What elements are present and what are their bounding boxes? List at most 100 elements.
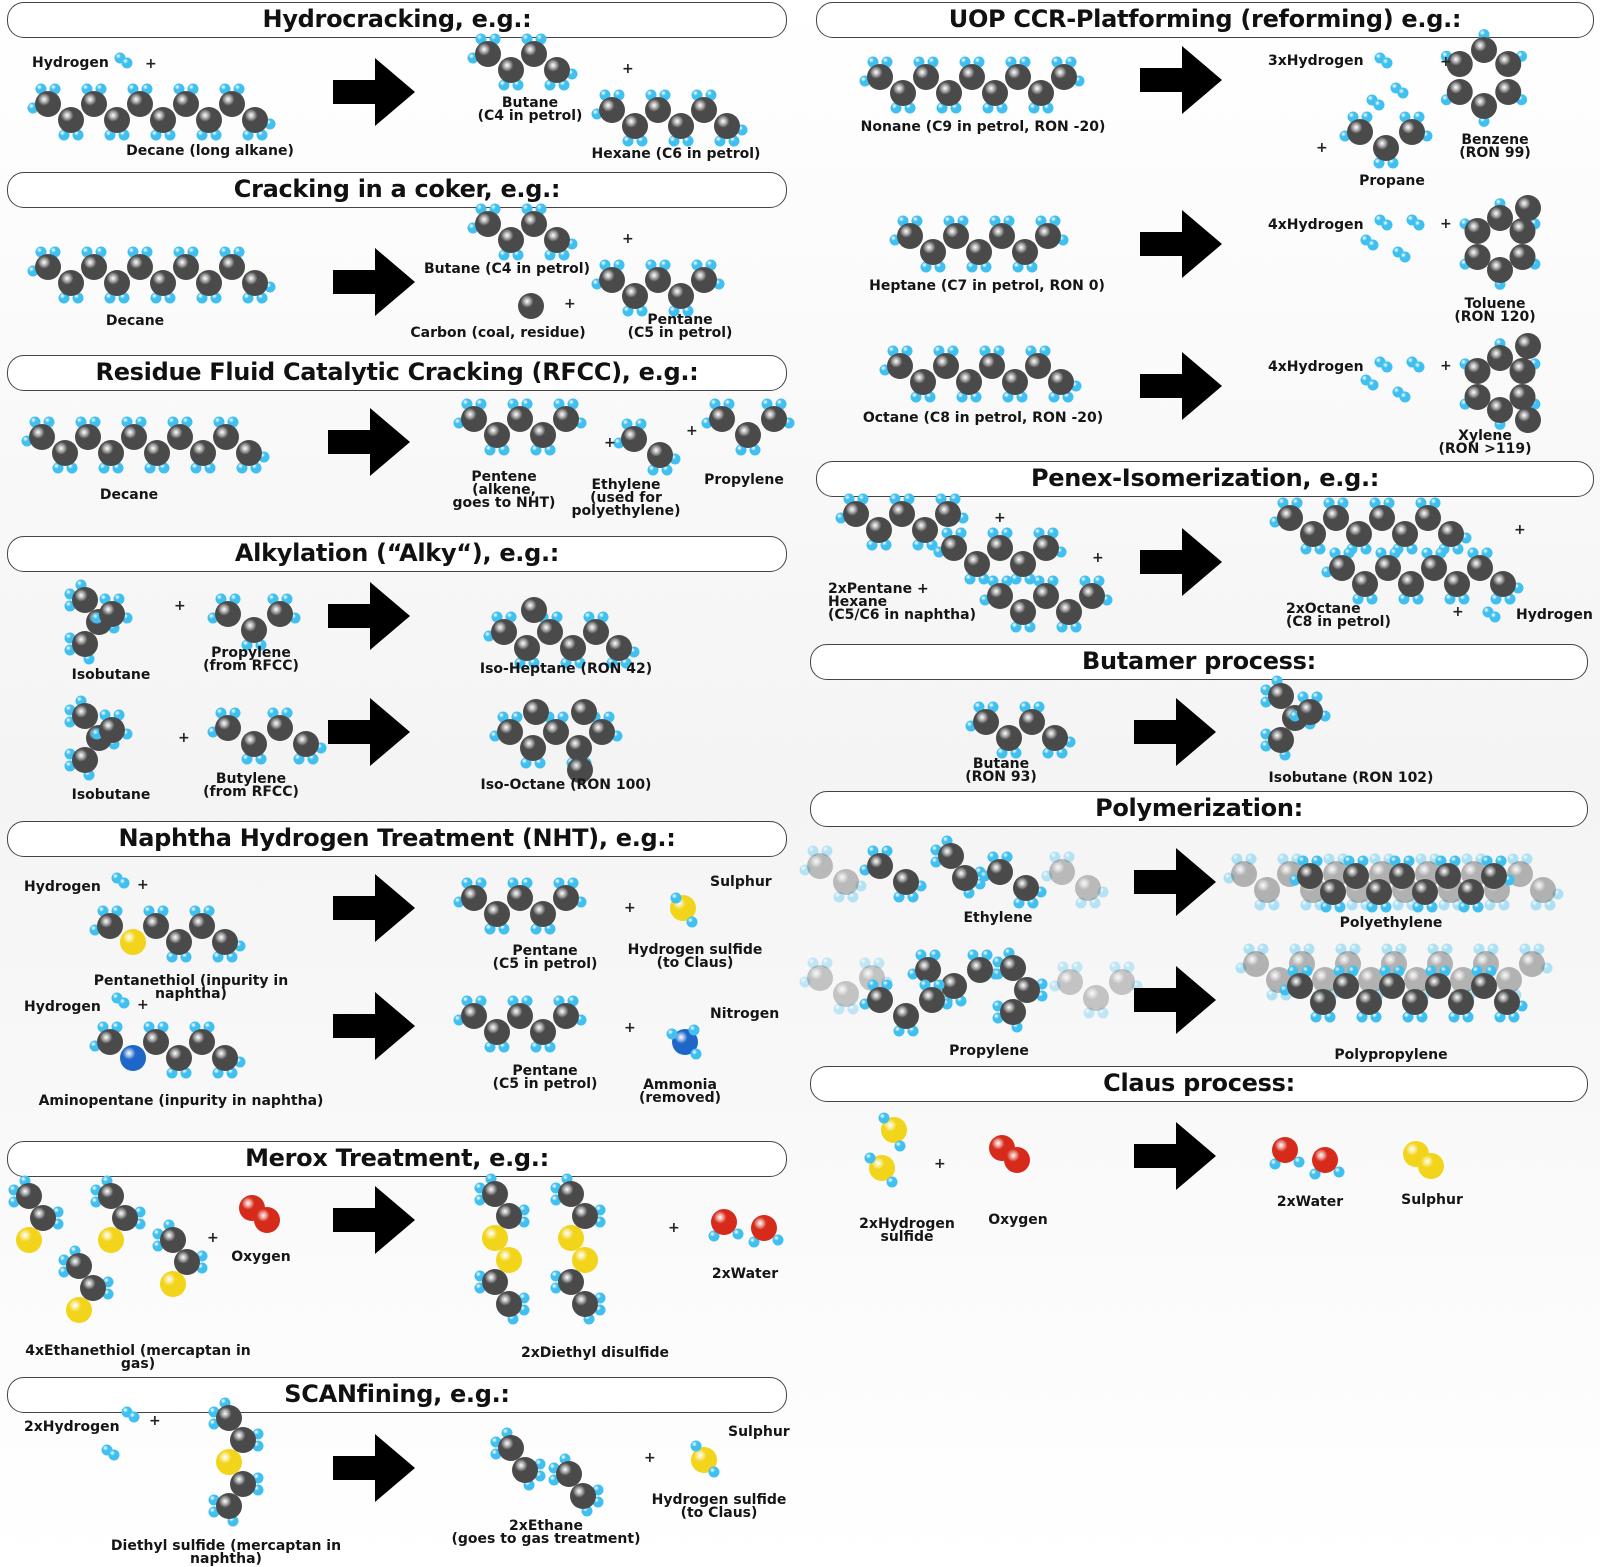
carbon-atom <box>1496 967 1522 993</box>
plus-sign: + <box>644 1450 656 1466</box>
carbon-atom <box>241 731 267 757</box>
carbon-atom <box>1347 119 1373 145</box>
carbon-atom <box>58 270 84 296</box>
nht-title: Naphtha Hydrogen Treatment (NHT), e.g.: <box>7 821 787 857</box>
carbon-atom <box>987 535 1013 561</box>
carbon-atom <box>761 406 787 432</box>
carbon-atom <box>1487 345 1513 371</box>
carbon-atom <box>166 929 192 955</box>
pentanethiol-label: Pentanethiol (inpurity in naphtha) <box>93 973 289 1002</box>
carbon-atom <box>843 501 869 527</box>
carbon-atom <box>482 1269 508 1295</box>
plus-sign: + <box>564 296 576 312</box>
oxygen-atom <box>1312 1147 1338 1173</box>
isooctane-label: Iso-Octane (RON 100) <box>480 777 652 793</box>
carbon-atom <box>1471 93 1497 119</box>
carbon-atom <box>242 270 268 296</box>
carbon-atom <box>1464 244 1491 270</box>
right-arrow-icon <box>1140 46 1222 114</box>
ethylene-label: Ethylene (used for polyethylene) <box>571 477 681 519</box>
carbon-atom <box>497 719 523 745</box>
carbon-atom <box>1352 571 1378 597</box>
carbon-atom <box>267 601 293 627</box>
hydrogen-atom <box>878 1112 890 1124</box>
right-arrow-icon <box>1140 210 1222 278</box>
carbon-atom <box>867 64 893 90</box>
hydrogen-atom <box>690 1440 702 1452</box>
carbon-atom <box>1515 195 1541 221</box>
carbon-atom <box>1042 725 1068 751</box>
carbon-atom <box>1320 879 1346 905</box>
carbon-atom <box>518 293 544 319</box>
carbon-atom <box>867 987 893 1013</box>
right-arrow-icon <box>333 1186 415 1254</box>
sulphur-atom <box>572 1247 598 1273</box>
carbon-atom <box>1346 521 1372 547</box>
carbon-atom <box>1109 969 1135 995</box>
hydrogen-atom <box>708 1230 720 1242</box>
carbon-atom <box>174 1249 200 1275</box>
carbon-atom <box>1425 973 1451 999</box>
sulphur-atom <box>558 1225 584 1251</box>
carbon-atom <box>196 107 222 133</box>
carbon-atom <box>691 267 717 293</box>
carbon-atom <box>570 1483 596 1509</box>
oxygen-label: Oxygen <box>231 1249 291 1265</box>
carbon-atom <box>166 1045 192 1071</box>
carbon-atom <box>112 1205 138 1231</box>
carbon-atom <box>936 80 962 106</box>
carbon-atom <box>1515 407 1541 433</box>
oxygen-atom <box>1004 1147 1030 1173</box>
carbon-atom <box>645 97 671 123</box>
carbon-atom <box>498 227 524 253</box>
carbon-atom <box>1373 135 1399 161</box>
carbon-atom <box>1231 861 1257 887</box>
carbon-atom <box>1010 599 1036 625</box>
plus-sign: + <box>1092 550 1104 566</box>
carbon-atom <box>475 41 501 67</box>
carbon-atom <box>1329 555 1355 581</box>
plus-sign: + <box>174 598 186 614</box>
water-label: 2xWater <box>711 1266 779 1282</box>
hydrogen-label: Hydrogen <box>1516 607 1593 623</box>
carbon-atom <box>127 254 153 280</box>
carbon-atom <box>215 715 241 741</box>
carbon-atom <box>498 57 524 83</box>
carbon-atom <box>1450 967 1476 993</box>
right-arrow-icon <box>1134 848 1216 916</box>
carbon-atom <box>267 715 293 741</box>
carbon-atom <box>893 1003 919 1029</box>
carbon-atom <box>645 267 671 293</box>
carbon-atom <box>1033 535 1059 561</box>
carbon-atom <box>219 254 245 280</box>
plus-sign: + <box>1452 604 1464 620</box>
nitrogen-label: Nitrogen <box>710 1006 780 1022</box>
carbon-atom <box>1028 80 1054 106</box>
carbon-atom <box>104 270 130 296</box>
hydrogen-label: Hydrogen <box>24 879 101 895</box>
carbon-atom <box>212 929 238 955</box>
carbon-atom <box>1035 223 1061 249</box>
carbon-atom <box>1051 64 1077 90</box>
carbon-atom <box>1402 989 1428 1015</box>
carbon-atom <box>514 635 540 661</box>
right-arrow-icon <box>1134 698 1216 766</box>
carbon-atom <box>1509 358 1536 384</box>
carbon-atom <box>1458 879 1484 905</box>
carbon-atom <box>979 353 1005 379</box>
carbon-atom <box>1481 863 1507 889</box>
carbon-atom <box>16 1183 42 1209</box>
plus-sign: + <box>668 1220 680 1236</box>
propylene-label: Propylene (from RFCC) <box>203 645 299 674</box>
pentane-label: Pentane (C5 in petrol) <box>492 1063 598 1092</box>
carbon-atom <box>484 1019 510 1045</box>
carbon-atom <box>544 57 570 83</box>
right-arrow-icon <box>333 58 415 126</box>
carbon-atom <box>589 719 615 745</box>
water-label: 2xWater <box>1276 1194 1344 1210</box>
carbon-atom <box>521 597 547 623</box>
carbon-atom <box>982 80 1008 106</box>
hydrogen-atom <box>108 1449 120 1461</box>
carbon-atom <box>1019 709 1045 735</box>
carbon-atom <box>1494 989 1520 1015</box>
